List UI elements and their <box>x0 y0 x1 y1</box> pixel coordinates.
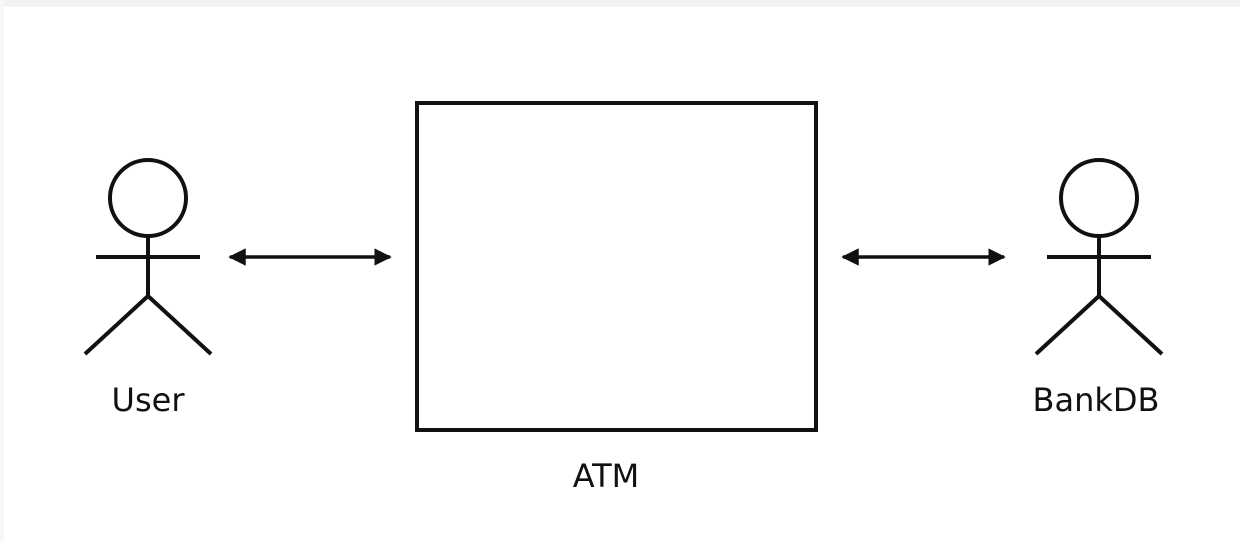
bankdb-actor-label: BankDB <box>1032 381 1160 419</box>
top-border <box>0 0 1240 7</box>
bankdb-actor-head <box>1059 158 1139 238</box>
user-actor-icon <box>83 158 213 356</box>
bankdb-actor-left-leg <box>1034 294 1101 356</box>
user-actor-left-leg <box>83 294 150 356</box>
atm-system-label: ATM <box>572 457 640 495</box>
left-border <box>0 0 4 541</box>
user-actor-right-leg <box>146 294 213 356</box>
bankdb-actor-right-leg <box>1097 294 1164 356</box>
atm-system-box <box>415 101 818 432</box>
bankdb-actor-icon <box>1034 158 1164 356</box>
user-actor-label: User <box>111 381 185 419</box>
user-actor-head <box>108 158 188 238</box>
